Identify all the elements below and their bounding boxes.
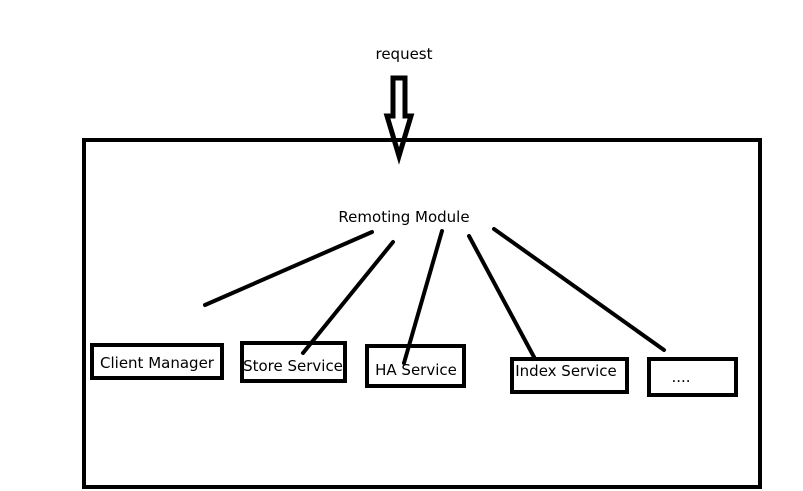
index-service-box: [510, 357, 629, 394]
ha-service-label: HA Service: [375, 361, 457, 379]
client-manager-box: [90, 343, 224, 380]
request-label: request: [375, 45, 432, 63]
ha-service-box: [365, 344, 466, 388]
connector-client-manager: [203, 230, 374, 307]
more-services-label: ....: [671, 368, 690, 386]
client-manager-label: Client Manager: [100, 354, 215, 372]
connector-ha-service: [402, 229, 444, 365]
connector-index-service: [467, 234, 536, 359]
connector-store-service: [301, 240, 395, 355]
more-services-box: [647, 357, 738, 397]
remoting-module-label: Remoting Module: [338, 208, 469, 226]
store-service-label: Store Service: [243, 357, 343, 375]
container-box: [82, 138, 762, 489]
store-service-box: [240, 341, 347, 383]
request-arrow: [383, 75, 415, 165]
index-service-label: Index Service: [515, 362, 617, 380]
connector-more: [492, 227, 666, 352]
